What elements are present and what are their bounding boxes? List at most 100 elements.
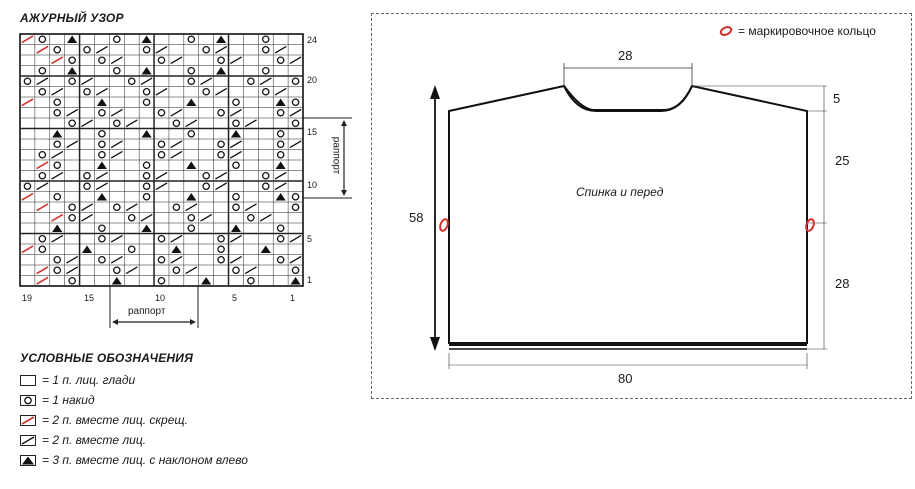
- red-slash-stitch: [36, 203, 49, 212]
- dim-neck-width: 28: [618, 48, 633, 63]
- black-slash-stitch: [95, 182, 108, 191]
- horizontal-rapport-bracket: [109, 286, 199, 328]
- triangle-stitch: [201, 276, 212, 285]
- black-slash-stitch: [215, 182, 228, 191]
- yarn-over-stitch: [232, 266, 240, 275]
- yarn-over-stitch: [276, 56, 285, 65]
- vertical-rapport-label: раппорт: [330, 136, 342, 175]
- col-label-19: 19: [22, 293, 33, 303]
- yarn-over-stitch: [157, 108, 166, 117]
- black-slash-stitch: [185, 119, 198, 128]
- red-slash-stitch: [21, 245, 34, 254]
- row-label-1: 1: [307, 275, 313, 285]
- black-slash-stitch: [110, 140, 123, 149]
- yarn-over-stitch: [202, 45, 210, 54]
- yarn-over-stitch: [276, 108, 285, 117]
- panel-label: Спинка и перед: [576, 185, 664, 199]
- triangle-stitch: [275, 98, 286, 107]
- yarn-over-stitch: [53, 266, 62, 275]
- triangle-stitch: [260, 245, 271, 254]
- yarn-over-stitch: [98, 140, 106, 149]
- black-slash-stitch: [259, 77, 272, 86]
- yarn-over-stitch: [68, 213, 76, 222]
- yarn-over-stitch: [98, 150, 106, 159]
- yarn-over-stitch: [247, 77, 255, 86]
- yarn-over-stitch: [202, 171, 210, 180]
- yarn-over-stitch: [187, 66, 196, 75]
- yarn-over-stitch: [157, 234, 166, 243]
- black-slash-stitch: [110, 56, 123, 65]
- black-slash-stitch: [274, 182, 287, 191]
- red-slash-stitch: [36, 161, 49, 170]
- black-slash-stitch: [125, 203, 138, 212]
- yarn-over-stitch: [98, 108, 106, 117]
- black-slash-stitch: [215, 171, 228, 180]
- triangle-stitch: [96, 161, 107, 170]
- black-slash-stitch: [155, 171, 168, 180]
- yarn-over-stitch: [261, 182, 270, 191]
- yarn-over-stitch: [142, 98, 151, 107]
- garment-schematic: [430, 63, 827, 369]
- yarn-over-stitch: [217, 140, 225, 149]
- black-slash-stitch: [81, 77, 94, 86]
- black-slash-stitch: [244, 203, 257, 212]
- triangle-stitch: [186, 161, 197, 170]
- black-slash-stitch: [274, 45, 287, 54]
- yarn-over-stitch: [113, 203, 121, 212]
- schematic-frame: [371, 13, 912, 399]
- black-slash-stitch: [51, 150, 64, 159]
- black-slash-stitch: [170, 108, 183, 117]
- black-slash-stitch: [170, 150, 183, 159]
- col-label-15: 15: [84, 293, 95, 303]
- row-label-5: 5: [307, 234, 313, 244]
- black-slash-stitch: [229, 150, 242, 159]
- triangle-stitch: [96, 192, 107, 201]
- yarn-over-stitch: [68, 276, 76, 285]
- black-slash-stitch: [140, 213, 153, 222]
- triangle-stitch: [141, 66, 152, 75]
- yarn-over-stitch: [157, 56, 166, 65]
- black-slash-stitch: [215, 45, 228, 54]
- black-slash-stitch: [155, 45, 168, 54]
- yarn-over-stitch: [113, 119, 121, 128]
- triangle-stitch: [141, 129, 152, 138]
- yarn-over-stitch: [98, 129, 106, 138]
- yarn-over-stitch: [232, 203, 240, 212]
- yarn-over-stitch: [68, 77, 76, 86]
- yarn-over-stitch: [261, 66, 270, 75]
- row-label-10: 10: [307, 180, 318, 190]
- black-slash-stitch: [229, 140, 242, 149]
- black-slash-stitch: [110, 234, 123, 243]
- black-slash-stitch: [155, 182, 168, 191]
- yarn-over-stitch: [261, 45, 270, 54]
- black-slash-stitch: [36, 77, 49, 86]
- col-label-5: 5: [232, 293, 238, 303]
- triangle-stitch: [141, 224, 152, 233]
- yarn-over-stitch: [68, 119, 76, 128]
- yarn-over-stitch: [68, 56, 76, 65]
- black-slash-stitch: [200, 77, 213, 86]
- legend-item-blank: = 1 п. лиц. глади: [20, 372, 135, 388]
- triangle-stitch: [96, 98, 107, 107]
- left-marker-ring: [439, 218, 449, 232]
- yarn-over-stitch: [53, 140, 62, 149]
- black-slash-stitch: [110, 108, 123, 117]
- yarn-over-stitch: [98, 56, 106, 65]
- red-slash-stitch: [36, 276, 49, 285]
- triangle-stitch: [275, 192, 286, 201]
- yarn-over-stitch: [276, 150, 285, 159]
- yarn-over-stitch: [23, 182, 32, 191]
- yarn-over-stitch: [157, 255, 166, 264]
- triangle-stitch: [290, 276, 301, 285]
- yarn-over-stitch: [187, 224, 196, 233]
- yarn-over-stitch: [291, 77, 300, 86]
- triangle-stitch: [81, 245, 93, 254]
- chart-title: АЖУРНЫЙ УЗОР: [20, 11, 124, 25]
- col-label-1: 1: [290, 293, 296, 303]
- black-slash-stitch: [51, 171, 64, 180]
- black-slash-stitch: [185, 266, 198, 275]
- triangle-stitch: [141, 35, 152, 44]
- black-slash-stitch: [170, 234, 183, 243]
- black-slash-stitch: [215, 87, 228, 96]
- red-slash-stitch: [51, 213, 64, 222]
